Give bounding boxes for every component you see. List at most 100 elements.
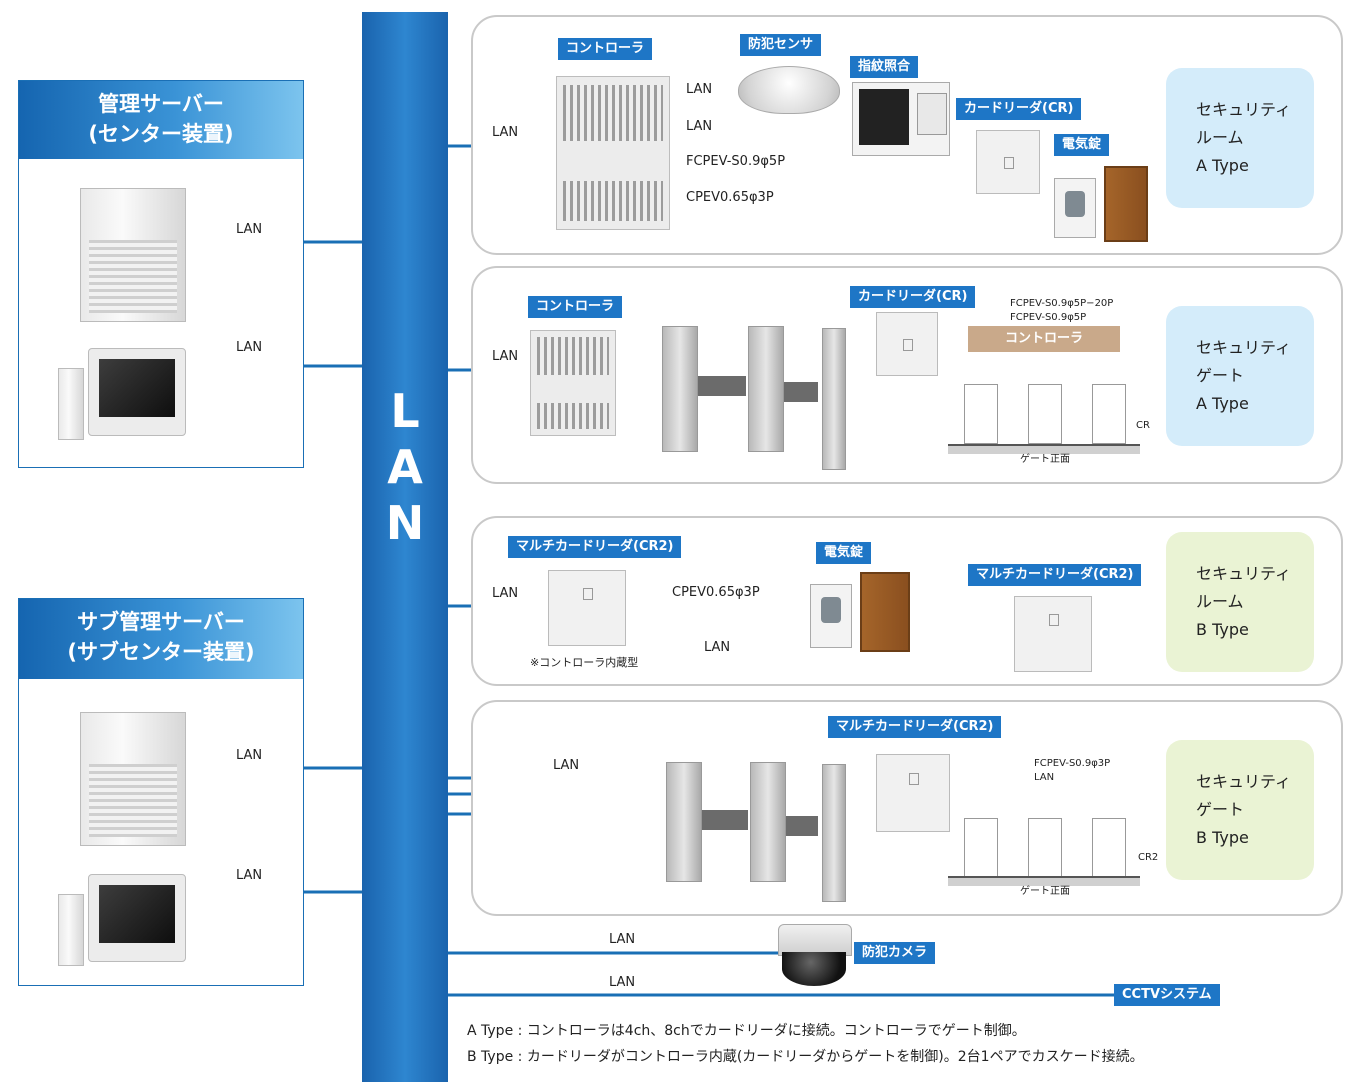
lan-label: LAN: [609, 975, 636, 990]
room-type-line: A Type: [1196, 156, 1249, 175]
security-camera-icon: [782, 952, 846, 986]
electric-lock-icon: [810, 584, 852, 648]
multi-card-reader-tag: マルチカードリーダ(CR2): [508, 536, 682, 558]
multi-card-reader-icon: [1014, 596, 1092, 672]
gate-unit: [964, 818, 998, 878]
gate-post: [822, 764, 846, 902]
gate-front-label: ゲート正面: [1020, 454, 1070, 465]
wire-label: LAN: [686, 119, 713, 134]
main-server-title: 管理サーバー: [98, 92, 224, 116]
gate-post: [822, 328, 846, 470]
legend-label: FCPEV-S0.9φ5P−20P: [1010, 298, 1114, 309]
legend-label: FCPEV-S0.9φ5P: [1010, 312, 1087, 323]
electric-lock-icon: [1054, 178, 1096, 238]
desktop-pc-icon: [88, 874, 186, 962]
room-type-label: セキュリティ ルーム B Type: [1166, 532, 1314, 672]
electric-lock-tag: 電気錠: [816, 542, 872, 564]
controller-tag: コントローラ: [528, 296, 623, 318]
security-sensor-icon: [738, 66, 840, 114]
controller-icon: [556, 76, 670, 230]
gate-unit: [1028, 818, 1062, 878]
ground: [948, 444, 1140, 454]
controller-icon: [530, 330, 616, 436]
room-type-line: A Type: [1196, 394, 1249, 413]
room-type-line: B Type: [1196, 620, 1249, 639]
lan-letter: N: [385, 496, 425, 550]
legend-label: LAN: [1034, 772, 1055, 783]
desktop-pc-icon: [88, 348, 186, 436]
cr-label: CR: [1136, 420, 1150, 431]
card-reader-icon: [976, 130, 1040, 194]
room-type-line: ゲート: [1196, 800, 1245, 819]
sensor-tag: 防犯センサ: [740, 34, 822, 56]
lan-label: LAN: [609, 932, 636, 947]
lan-label: LAN: [236, 222, 263, 237]
wire-label: LAN: [686, 82, 713, 97]
lan-label: LAN: [492, 125, 519, 140]
lan-letter: L: [390, 384, 420, 438]
ground: [948, 876, 1140, 886]
main-server-header: 管理サーバー (センター装置): [19, 81, 303, 159]
multi-card-reader-icon: [876, 754, 950, 832]
wire-label: CPEV0.65φ3P: [672, 585, 760, 600]
wire-label: CPEV0.65φ3P: [686, 190, 774, 205]
wire-label: FCPEV-S0.9φ5P: [686, 154, 786, 169]
controller-tag: コントローラ: [558, 38, 653, 60]
multi-card-reader-tag: マルチカードリーダ(CR2): [828, 716, 1002, 738]
room-type-label: セキュリティ ゲート B Type: [1166, 740, 1314, 880]
builtin-note: ※コントローラ内蔵型: [530, 656, 639, 669]
server-tower-icon: [80, 188, 186, 322]
cctv-tag: CCTVシステム: [1114, 984, 1220, 1006]
diagram-controller: コントローラ: [968, 326, 1120, 352]
lan-backbone: L A N: [362, 12, 448, 1082]
gate-unit: [1028, 384, 1062, 444]
electric-lock-tag: 電気錠: [1054, 134, 1110, 156]
camera-housing: [778, 924, 852, 956]
gate-flap: [786, 816, 818, 836]
room-type-line: ルーム: [1196, 592, 1244, 611]
multi-card-reader-icon: [548, 570, 626, 646]
multi-card-reader-tag: マルチカードリーダ(CR2): [968, 564, 1142, 586]
card-reader-tag: カードリーダ(CR): [850, 286, 976, 308]
room-type-line: ゲート: [1196, 366, 1245, 385]
fingerprint-reader-icon: [852, 82, 950, 156]
server-tower-icon: [80, 712, 186, 846]
note-b-type: B Type : カードリーダがコントローラ内蔵(カードリーダからゲートを制御)…: [467, 1049, 1144, 1065]
lan-label: LAN: [492, 349, 519, 364]
sub-server-title: サブ管理サーバー: [77, 610, 245, 634]
gate-post: [666, 762, 702, 882]
gate-unit: [1092, 384, 1126, 444]
gate-unit: [1092, 818, 1126, 878]
pc-case-icon: [58, 894, 84, 966]
cr2-label: CR2: [1138, 852, 1159, 863]
lan-label: LAN: [492, 586, 519, 601]
room-type-label: セキュリティ ゲート A Type: [1166, 306, 1314, 446]
room-type-line: ルーム: [1196, 128, 1244, 147]
lan-label: LAN: [236, 340, 263, 355]
note-a-type: A Type : コントローラは4ch、8chでカードリーダに接続。コントローラ…: [467, 1023, 1026, 1039]
gate-post: [662, 326, 698, 452]
gate-front-label: ゲート正面: [1020, 886, 1070, 897]
lan-label: LAN: [236, 868, 263, 883]
main-server-subtitle: (センター装置): [88, 122, 234, 146]
wire-label: LAN: [704, 640, 731, 655]
gate-unit: [964, 384, 998, 444]
gate-flap: [784, 382, 818, 402]
gate-post: [750, 762, 786, 882]
room-type-line: セキュリティ: [1196, 772, 1292, 791]
room-type-line: B Type: [1196, 828, 1249, 847]
door-icon: [860, 572, 910, 652]
room-type-label: セキュリティ ルーム A Type: [1166, 68, 1314, 208]
room-type-line: セキュリティ: [1196, 564, 1292, 583]
room-type-line: セキュリティ: [1196, 338, 1292, 357]
lan-label: LAN: [553, 758, 580, 773]
sub-server-header: サブ管理サーバー (サブセンター装置): [19, 599, 303, 679]
door-icon: [1104, 166, 1148, 242]
legend-label: FCPEV-S0.9φ3P: [1034, 758, 1111, 769]
fingerprint-tag: 指紋照合: [850, 56, 919, 78]
gate-post: [748, 326, 784, 452]
card-reader-icon: [876, 312, 938, 376]
gate-flap: [702, 810, 748, 830]
camera-tag: 防犯カメラ: [854, 942, 936, 964]
sub-server-subtitle: (サブセンター装置): [67, 640, 255, 664]
